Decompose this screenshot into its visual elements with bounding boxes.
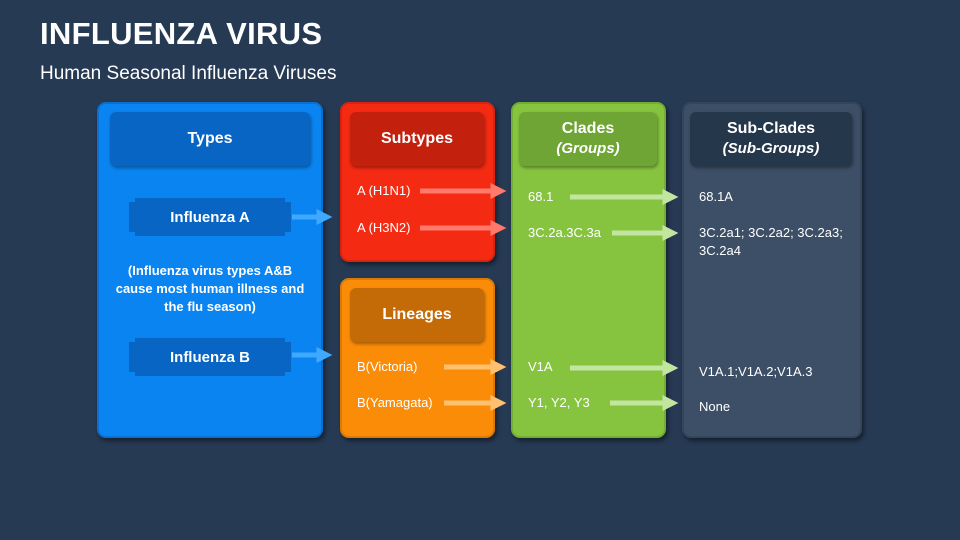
subclade-68-1a: 68.1A — [699, 189, 733, 204]
lineage-victoria: B(Victoria) — [357, 359, 418, 374]
influenza-a-label: Influenza A — [129, 198, 291, 236]
lineages-header-label: Lineages — [382, 306, 452, 323]
types-header-label: Types — [187, 130, 233, 147]
subclades-header-label: Sub-Clades — [726, 120, 815, 137]
subclade-v1a: V1A.1;V1A.2;V1A.3 — [699, 364, 813, 379]
types-header: Types — [110, 112, 310, 166]
subclade-3c2a-line1: 3C.2a1; 3C.2a2; 3C.2a3; — [699, 225, 843, 240]
clade-3c2a3c3a: 3C.2a.3C.3a — [528, 225, 601, 240]
page-subtitle: Human Seasonal Influenza Viruses — [40, 63, 337, 84]
subtypes-header: Subtypes — [350, 112, 484, 166]
lineages-header: Lineages — [350, 288, 484, 342]
subclades-header-sublabel: (Sub-Groups) — [722, 140, 820, 157]
subclades-header: Sub-Clades (Sub-Groups) — [690, 112, 852, 166]
lineage-yamagata: B(Yamagata) — [357, 395, 433, 410]
clades-header-label: Clades — [561, 120, 615, 137]
subtypes-header-label: Subtypes — [380, 130, 453, 147]
subclade-none: None — [699, 399, 731, 414]
influenza-b-label: Influenza B — [129, 338, 291, 376]
clades-header: Clades (Groups) — [519, 112, 657, 166]
clade-v1a: V1A — [528, 359, 553, 374]
clade-68-1: 68.1 — [528, 189, 554, 204]
clades-header-sublabel: (Groups) — [556, 140, 620, 157]
clade-y1-y2-y3: Y1, Y2, Y3 — [528, 395, 590, 410]
subclade-3c2a-line2: 3C.2a4 — [699, 243, 741, 258]
subtype-h1n1: A (H1N1) — [357, 183, 411, 198]
types-note: (Influenza virus types A&B cause most hu… — [115, 263, 305, 314]
page-title: INFLUENZA VIRUS — [40, 16, 323, 51]
subtype-h3n2: A (H3N2) — [357, 220, 411, 235]
